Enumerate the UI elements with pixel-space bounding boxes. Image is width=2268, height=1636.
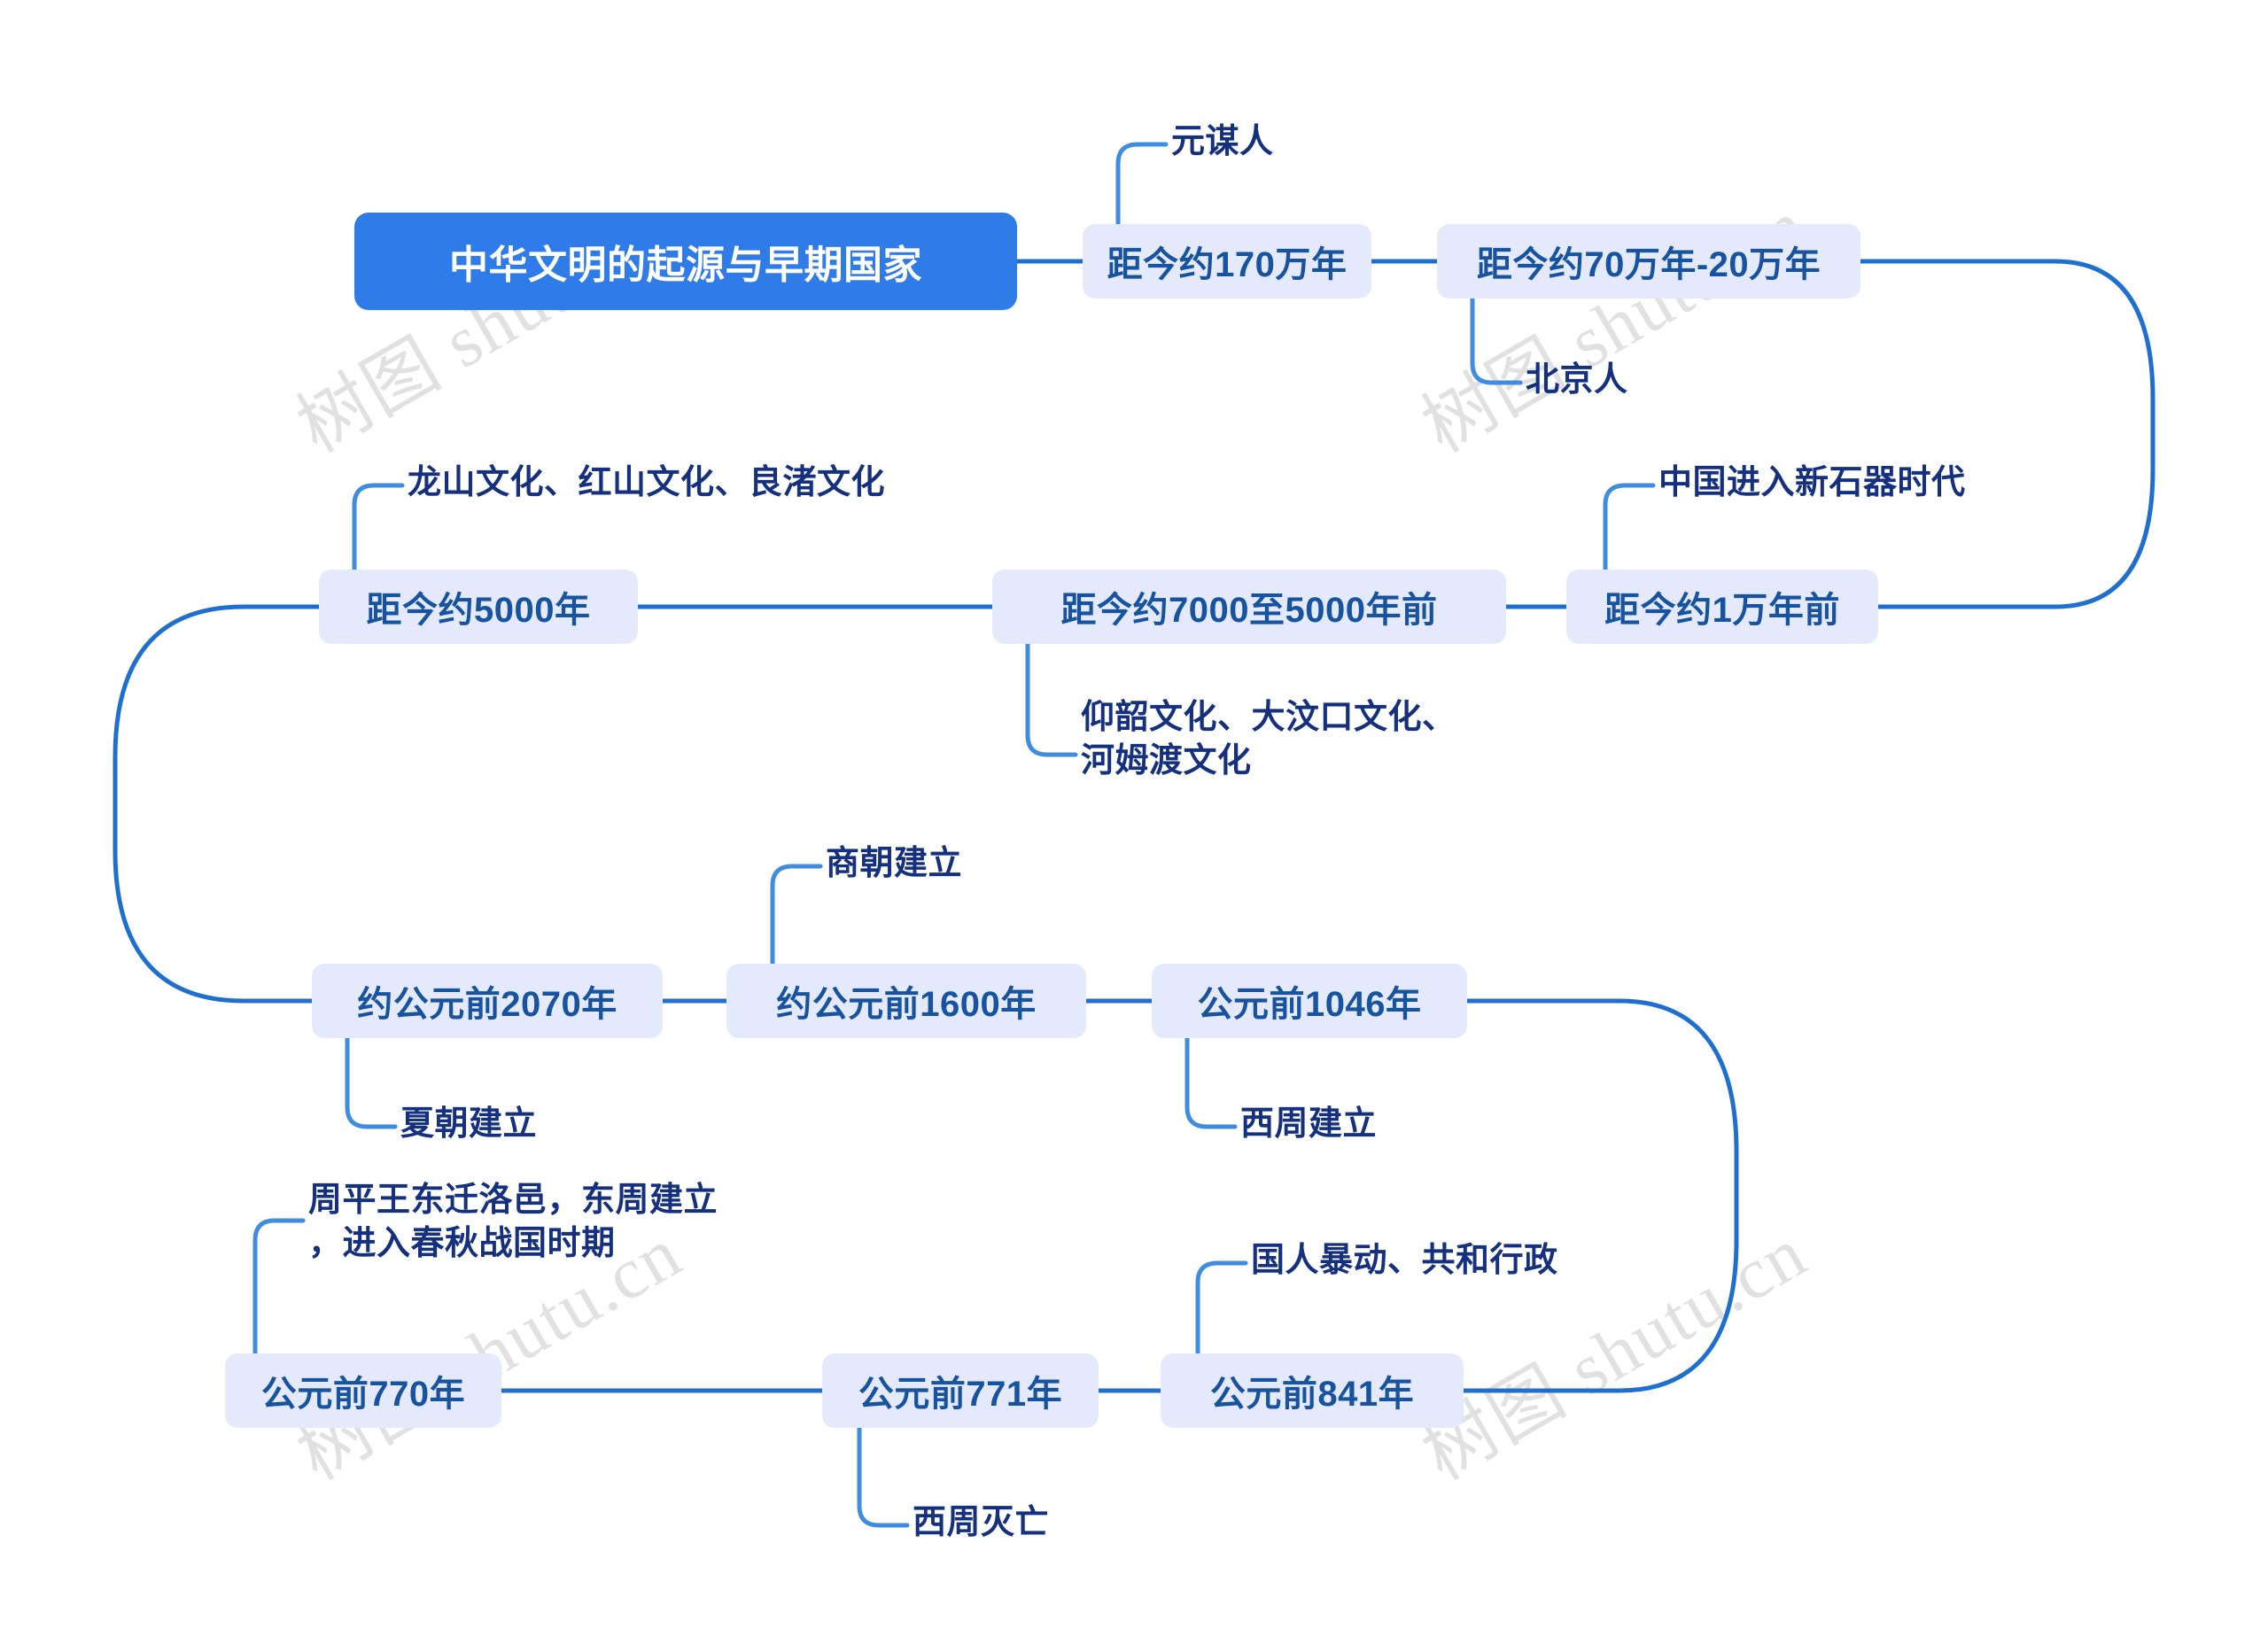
- node-bc771-label: 公元前771年: [858, 1375, 1063, 1414]
- node-bc1600[interactable]: 约公元前1600年: [726, 964, 1086, 1038]
- leaf-neolithic[interactable]: 中国进入新石器时代: [1658, 464, 1966, 501]
- link-n5000-to-bc2070: [113, 604, 322, 1004]
- node-bc841-label: 公元前841年: [1209, 1375, 1415, 1414]
- node-70wan-20wan[interactable]: 距今约70万年-20万年: [1437, 224, 1860, 299]
- node-1wan-nian-qian-label: 距今约1万年前: [1604, 591, 1840, 630]
- node-bc841[interactable]: 公元前841年: [1161, 1353, 1464, 1428]
- node-1wan-nian-qian[interactable]: 距今约1万年前: [1566, 570, 1878, 644]
- watermark: 树图 shutu.cn: [1410, 184, 1821, 468]
- leaf-guoren-baodong[interactable]: 国人暴动、共和行政: [1251, 1242, 1558, 1279]
- link-n70-to-n1wan: [1858, 259, 2155, 609]
- link-leaf-cultures5000: [352, 483, 405, 577]
- node-bc1046[interactable]: 公元前1046年: [1152, 964, 1467, 1038]
- node-bc2070[interactable]: 约公元前2070年: [312, 964, 663, 1038]
- leaf-cultures-7000[interactable]: 仰韶文化、大汶口文化、 河姆渡文化: [1081, 699, 1456, 779]
- link-leaf-xizhou-found: [1184, 1031, 1238, 1129]
- link-leaf-guoren: [1195, 1260, 1248, 1361]
- link-leaf-shang: [770, 864, 823, 971]
- node-170wan[interactable]: 距今约170万年: [1083, 224, 1371, 299]
- node-bc770-label: 公元前770年: [260, 1375, 466, 1414]
- root-node-label: 中华文明的起源与早期国家: [449, 244, 922, 287]
- node-5000-nian-label: 距今约5000年: [366, 591, 591, 630]
- leaf-yuanmou[interactable]: 元谋人: [1171, 123, 1274, 160]
- link-leaf-yuanmou: [1115, 142, 1169, 231]
- leaf-beijingren[interactable]: 北京人: [1526, 361, 1628, 399]
- leaf-shang-founded[interactable]: 商朝建立: [826, 845, 963, 882]
- link-leaf-cultures7000: [1025, 637, 1078, 757]
- link-leaf-neolithic: [1603, 483, 1656, 577]
- node-bc2070-label: 约公元前2070年: [357, 985, 617, 1024]
- leaf-xizhou-fallen[interactable]: 西周灭亡: [913, 1504, 1050, 1541]
- leaf-cultures-5000[interactable]: 龙山文化、红山文化、良渚文化: [408, 464, 886, 501]
- node-bc770[interactable]: 公元前770年: [225, 1353, 501, 1428]
- node-70wan-20wan-label: 距今约70万年-20万年: [1476, 245, 1821, 284]
- root-node[interactable]: 中华文明的起源与早期国家: [354, 213, 1017, 310]
- leaf-dongzhou-founded[interactable]: 周平王东迁洛邑，东周建立 ，进入春秋战国时期: [308, 1182, 718, 1262]
- node-bc771[interactable]: 公元前771年: [822, 1353, 1099, 1428]
- node-7000-5000-label: 距今约7000至5000年前: [1060, 591, 1438, 630]
- node-7000-5000[interactable]: 距今约7000至5000年前: [992, 570, 1506, 644]
- node-bc1046-label: 公元前1046年: [1197, 985, 1422, 1024]
- link-leaf-dongzhou: [252, 1218, 306, 1361]
- link-leaf-xizhou-end: [857, 1421, 910, 1528]
- link-leaf-xia: [345, 1031, 398, 1129]
- node-bc1600-label: 约公元前1600年: [776, 985, 1037, 1024]
- node-5000-nian[interactable]: 距今约5000年: [319, 570, 638, 644]
- node-170wan-label: 距今约170万年: [1107, 245, 1348, 284]
- leaf-xizhou-founded[interactable]: 西周建立: [1240, 1105, 1378, 1143]
- leaf-xia-founded[interactable]: 夏朝建立: [400, 1105, 538, 1143]
